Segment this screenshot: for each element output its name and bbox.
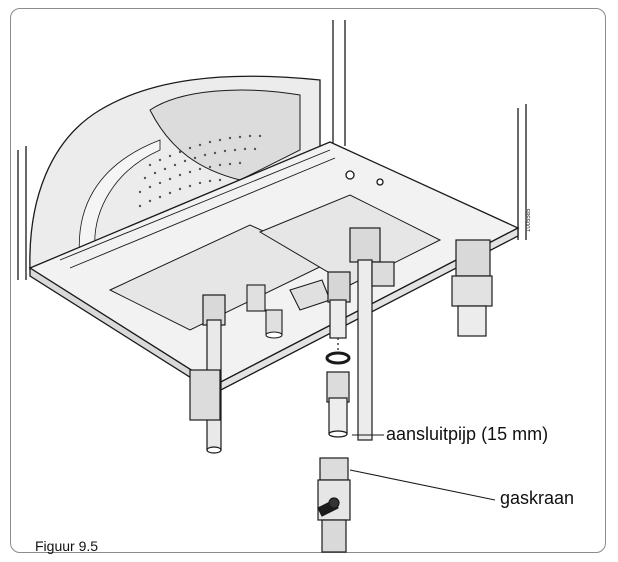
wall-panels [17,20,527,280]
left-pipe [189,294,226,454]
gas-valve [317,457,351,553]
middle-connection [325,271,351,438]
boiler-body [29,75,321,271]
leader-lines [349,434,496,501]
burner-perforation [138,134,262,208]
right-coupling [451,239,493,337]
tall-pipe [349,227,395,441]
valve-label: gaskraan [500,488,575,508]
pipe-label: aansluitpijp (15 mm) [386,424,549,444]
small-fittings [246,279,331,339]
figure-caption: Figuur 9.5 [35,538,99,554]
document-code: 1005585 [526,208,532,232]
